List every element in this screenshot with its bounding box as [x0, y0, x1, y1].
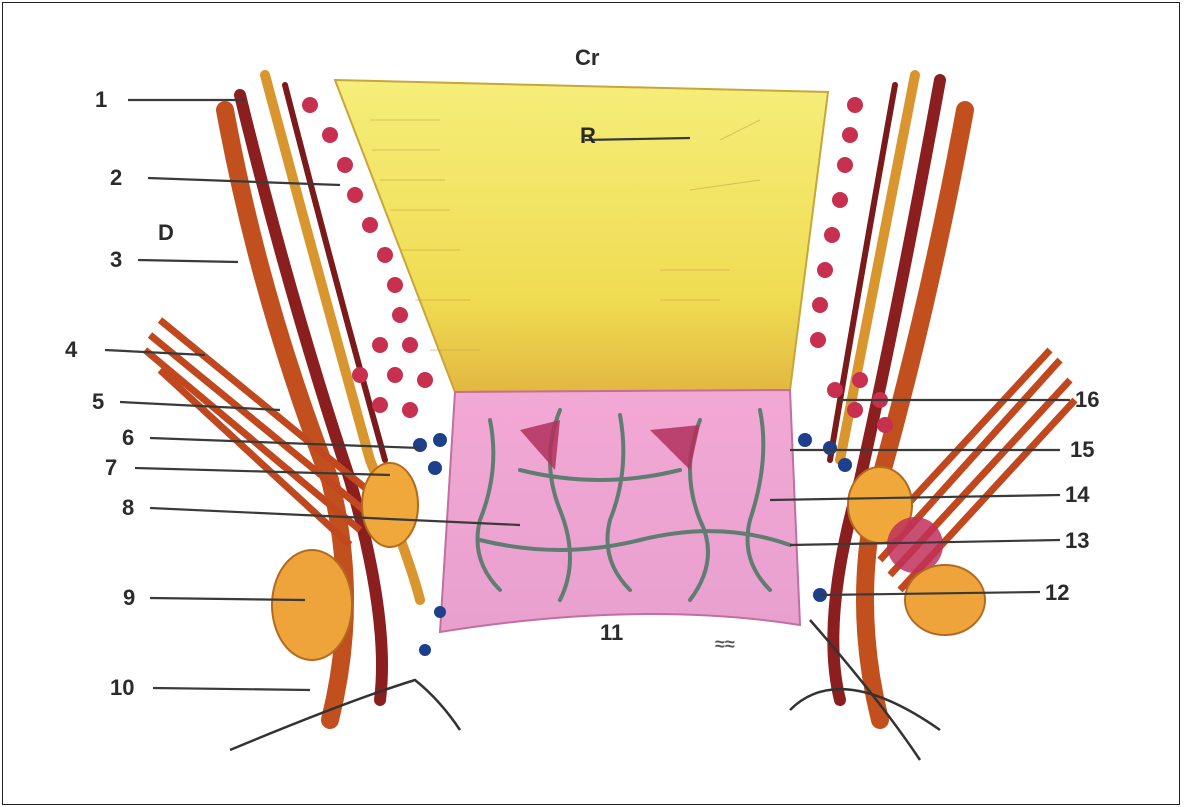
label-13: 13 — [1065, 528, 1089, 553]
label-7: 7 — [105, 455, 117, 480]
label-1: 1 — [95, 87, 107, 112]
label-12: 12 — [1045, 580, 1069, 605]
bottom-mark: ≈≈ — [715, 634, 735, 654]
label-2: 2 — [110, 165, 122, 190]
label-4: 4 — [65, 337, 78, 362]
left-sphincter-node — [362, 463, 418, 547]
label-cr: Cr — [575, 45, 600, 70]
label-16: 16 — [1075, 387, 1099, 412]
left-external-sphincter — [272, 550, 352, 660]
label-6: 6 — [122, 425, 134, 450]
label-3: 3 — [110, 247, 122, 272]
label-r: R — [580, 123, 596, 148]
label-9: 9 — [123, 585, 135, 610]
label-5: 5 — [92, 389, 104, 414]
right-hemorrhoid — [887, 517, 943, 573]
label-14: 14 — [1065, 482, 1090, 507]
label-d: D — [158, 220, 174, 245]
label-10: 10 — [110, 675, 134, 700]
label-15: 15 — [1070, 437, 1094, 462]
label-11: 11 — [600, 620, 623, 645]
label-8: 8 — [122, 495, 134, 520]
right-external-sphincter — [905, 565, 985, 635]
